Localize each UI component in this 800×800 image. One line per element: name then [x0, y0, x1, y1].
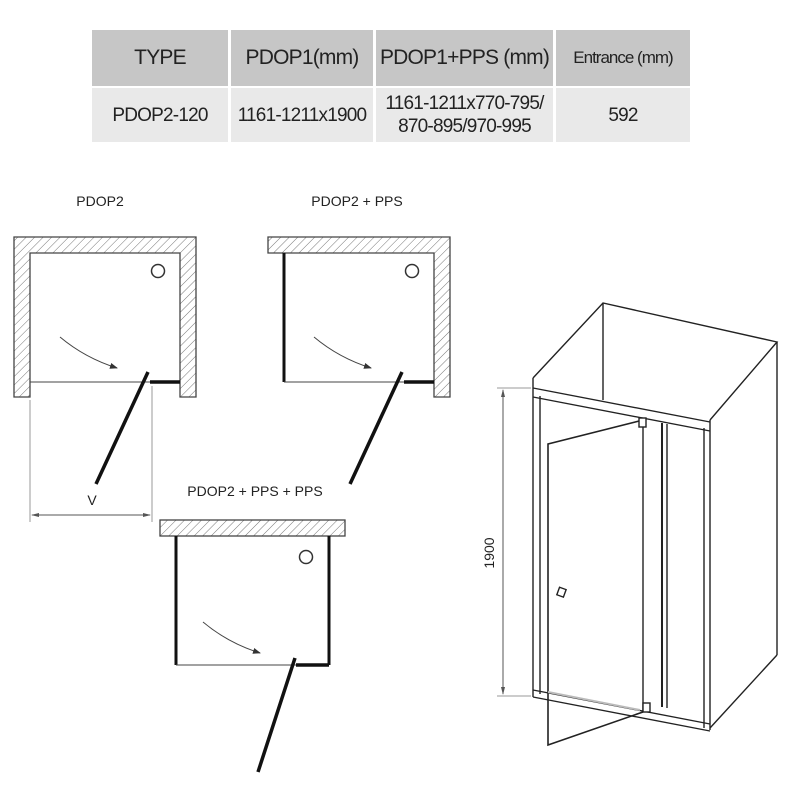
swing-arrow-icon — [313, 336, 372, 369]
wall-hatch — [159, 519, 346, 537]
drain-icon — [404, 263, 420, 279]
height-dimension: 1900 — [481, 537, 497, 568]
side-bottom — [709, 654, 778, 729]
plan1-label: PDOP2 — [76, 193, 124, 209]
handle-icon — [555, 586, 568, 599]
swing-arrow-icon — [202, 621, 261, 654]
cell-pdop1-pps-line2: 870-895/970-995 — [398, 116, 532, 137]
plan2-label: PDOP2 + PPS — [311, 193, 402, 209]
cell-entrance: 592 — [553, 86, 690, 142]
spec-table: TYPE PDOP1(mm) PDOP1+PPS (mm) Entrance (… — [92, 30, 690, 142]
cell-type: PDOP2-120 — [92, 86, 230, 142]
wall-hatch — [13, 236, 197, 398]
door-panel — [94, 371, 150, 485]
header-type: TYPE — [92, 30, 230, 87]
table-header-row: TYPE PDOP1(mm) PDOP1+PPS (mm) Entrance (… — [92, 30, 690, 87]
door-panel — [256, 657, 297, 773]
hinge-icon — [642, 702, 651, 713]
top-rail — [532, 387, 711, 423]
drain-icon — [150, 263, 166, 279]
top-rail-lower — [532, 396, 711, 432]
floor-seal — [547, 691, 641, 711]
drain-icon — [298, 549, 314, 565]
top-outline — [532, 302, 779, 421]
plan-pdop2-pps: PDOP2 + PPS — [267, 193, 451, 485]
plan3-label: PDOP2 + PPS + PPS — [187, 483, 322, 499]
swing-arrow-icon — [59, 336, 118, 369]
plan-pdop2: PDOP2 V — [13, 193, 197, 522]
wall-hatch — [267, 236, 451, 398]
cell-pdop1-pps-line1: 1161-1211x770-795/ — [385, 93, 544, 114]
hinge-icon — [638, 417, 647, 428]
header-pdop1: PDOP1(mm) — [228, 30, 375, 87]
plan-pdop2-pps-pps: PDOP2 + PPS + PPS — [159, 483, 346, 773]
door-panel — [348, 371, 404, 485]
shower-3d-view — [497, 302, 779, 747]
bottom-rail-lower — [532, 696, 711, 732]
cell-pdop1-pps: 1161-1211x770-795/870-895/970-995 — [373, 86, 555, 142]
cell-pdop1: 1161-1211x1900 — [228, 86, 375, 142]
table-row: PDOP2-120 1161-1211x1900 1161-1211x770-7… — [92, 86, 690, 142]
header-pdop1-pps: PDOP1+PPS (mm) — [373, 30, 555, 87]
open-door — [547, 419, 644, 747]
header-entrance: Entrance (mm) — [553, 30, 690, 87]
dimension-v: V — [87, 492, 97, 508]
